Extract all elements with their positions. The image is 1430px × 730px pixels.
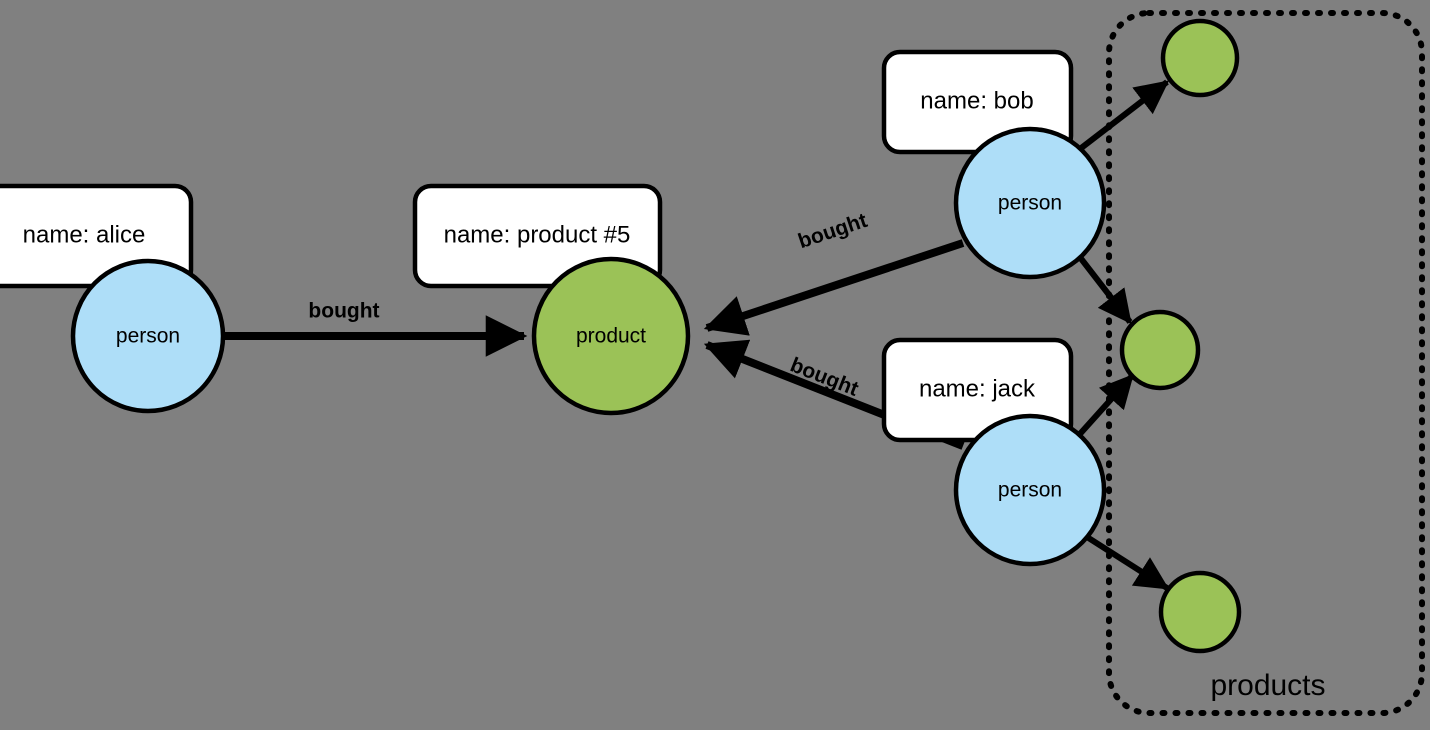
node-alice[interactable]: person <box>70 258 226 414</box>
property-box-product5-text: name: product #5 <box>444 221 631 248</box>
products-group-border <box>1106 10 1425 716</box>
products-group[interactable]: products <box>1106 10 1425 716</box>
edge-bob-bought[interactable]: bought <box>703 209 965 336</box>
edge-alice-bought[interactable]: bought <box>224 300 528 357</box>
node-jack[interactable]: person <box>953 413 1107 567</box>
property-box-jack-text: name: jack <box>919 375 1036 402</box>
property-box-bob-text: name: bob <box>920 87 1033 114</box>
node-product-b[interactable] <box>1119 309 1201 391</box>
node-product5[interactable]: product <box>531 256 691 416</box>
edge-bob-bought-label: bought <box>795 209 870 253</box>
node-product-a-circle <box>1160 18 1240 98</box>
edge-alice-bought-label: bought <box>308 300 379 323</box>
edge-jack-to-product-b[interactable] <box>1076 373 1135 438</box>
node-product-c-circle <box>1158 570 1242 654</box>
edge-jack-to-product-b-line <box>1076 373 1135 438</box>
node-jack-circle <box>953 413 1107 567</box>
node-alice-label: person <box>116 325 180 348</box>
edge-jack-to-product-c[interactable] <box>1074 527 1170 591</box>
node-layer: person product person person <box>70 18 1242 654</box>
node-product-c[interactable] <box>1158 570 1242 654</box>
node-product-b-circle <box>1119 309 1201 391</box>
edge-bob-bought-line <box>703 239 965 336</box>
node-product5-label: product <box>576 325 646 348</box>
node-bob[interactable]: person <box>953 126 1107 280</box>
property-box-alice-text: name: alice <box>23 221 146 248</box>
edge-bob-to-product-b-line <box>1076 254 1133 325</box>
node-product5-circle <box>531 256 691 416</box>
edge-bob-to-product-b[interactable] <box>1076 254 1133 325</box>
node-bob-label: person <box>998 192 1062 215</box>
edge-bob-to-product-a[interactable] <box>1074 79 1170 155</box>
products-group-label: products <box>1210 669 1325 702</box>
node-product-a[interactable] <box>1160 18 1240 98</box>
node-bob-circle <box>953 126 1107 280</box>
edge-bob-to-product-a-line <box>1074 79 1170 155</box>
edge-jack-to-product-c-line <box>1074 527 1170 591</box>
node-alice-circle <box>70 258 226 414</box>
node-jack-label: person <box>998 479 1062 502</box>
